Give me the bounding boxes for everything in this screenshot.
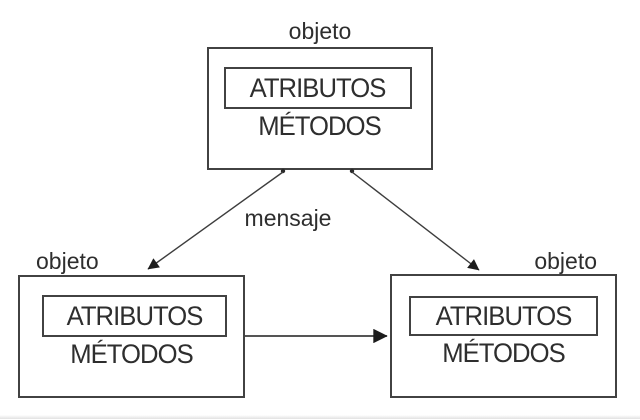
object-box-right: ATRIBUTOS MÉTODOS [390,274,617,398]
message-label: mensaje [244,205,332,231]
object-label-top: objeto [288,18,352,44]
methods-row-top: MÉTODOS [209,113,431,147]
methods-row-right: MÉTODOS [392,340,615,374]
methods-row-left: MÉTODOS [20,341,243,375]
methods-text-left: MÉTODOS [70,339,194,369]
methods-text-right: MÉTODOS [442,338,566,368]
attributes-box-right: ATRIBUTOS [409,296,598,336]
message-arrow-top-to-right [351,171,480,271]
scan-artifact-bottom [0,415,640,419]
object-box-top: ATRIBUTOS MÉTODOS [207,47,433,170]
attributes-text-right: ATRIBUTOS [435,300,573,331]
attributes-box-left: ATRIBUTOS [42,295,227,337]
attributes-text-left: ATRIBUTOS [66,300,204,331]
object-label-left: objeto [36,248,99,274]
attributes-box-top: ATRIBUTOS [224,67,412,109]
methods-text-top: MÉTODOS [258,111,383,141]
attributes-text-top: ATRIBUTOS [250,72,387,103]
object-label-right: objeto [534,248,597,274]
object-box-left: ATRIBUTOS MÉTODOS [18,275,245,398]
